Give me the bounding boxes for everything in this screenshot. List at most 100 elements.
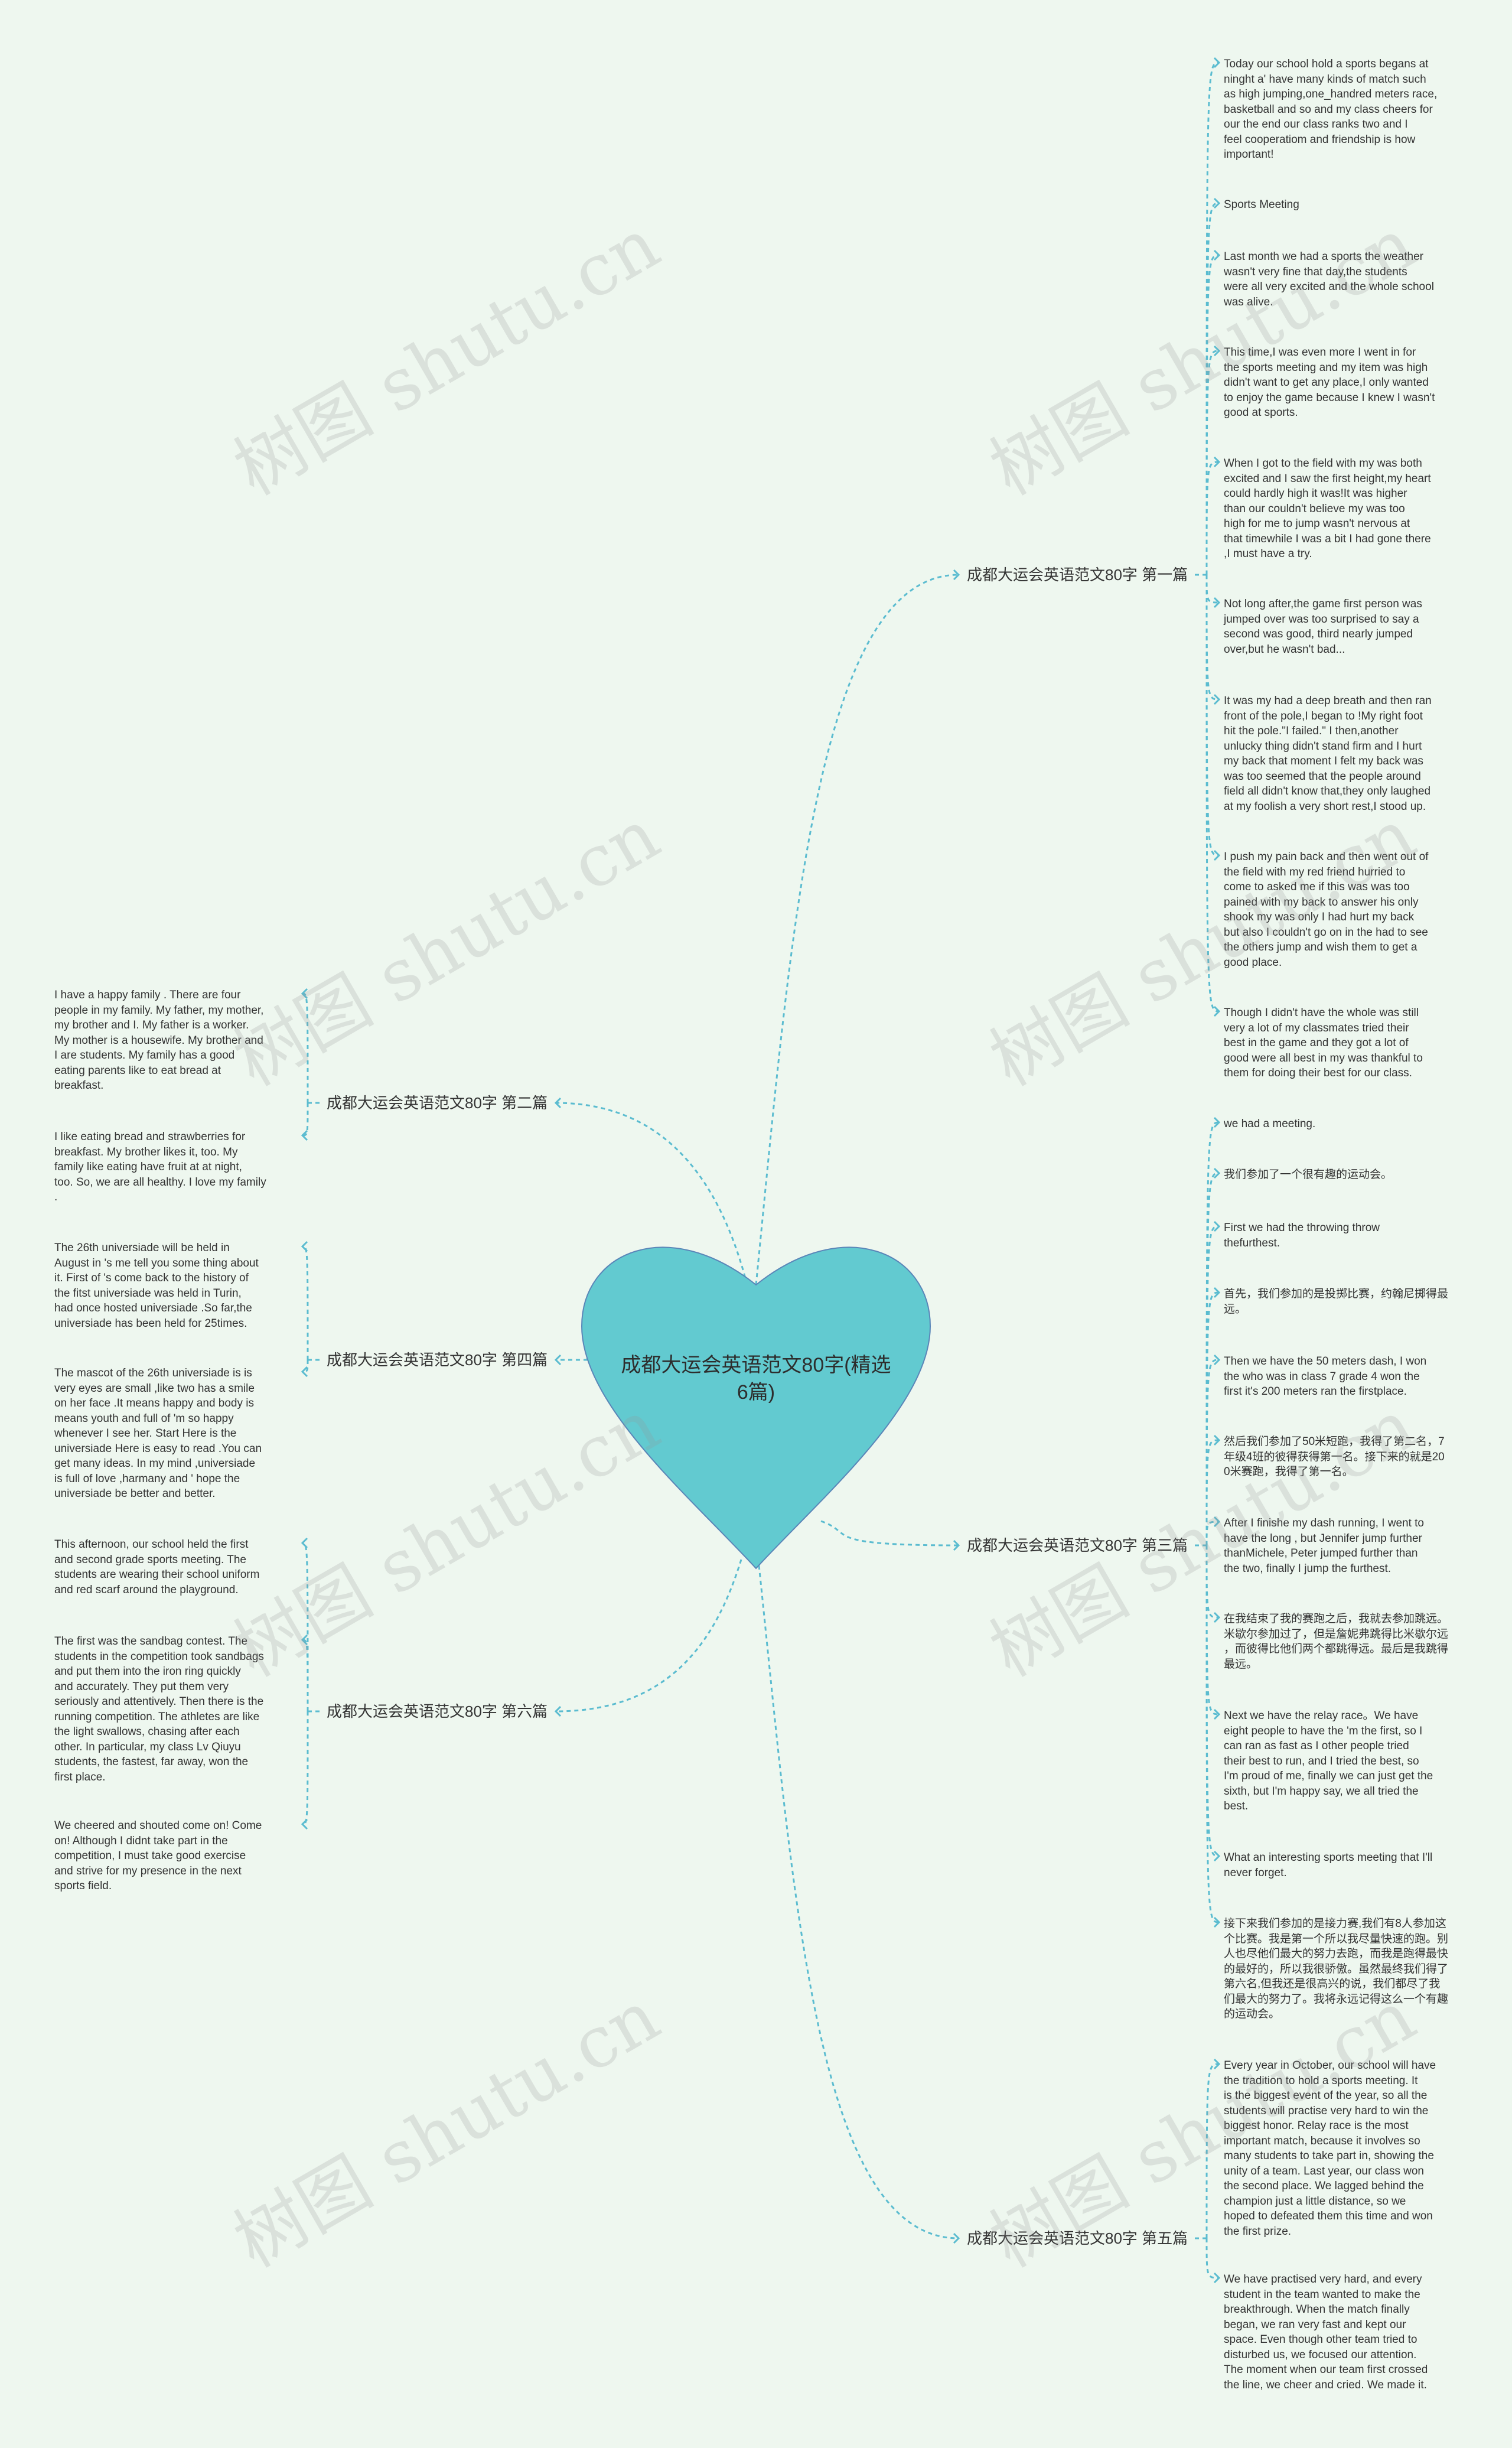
connector-arrow (554, 1705, 562, 1717)
connector-arrow (953, 2232, 960, 2244)
branch-connector (555, 1102, 748, 1285)
leaf-text: First we had the throwing throw thefurth… (1224, 1222, 1380, 1249)
leaf-text: The mascot of the 26th universiade is is… (54, 1367, 262, 1500)
leaf-connector (302, 1542, 309, 1712)
connector-arrow (1213, 249, 1221, 261)
connector-arrow (1213, 1354, 1221, 1366)
leaf-text: What an interesting sports meeting that … (1224, 1851, 1433, 1879)
connector-arrow (301, 988, 308, 1000)
leaf-text: 首先，我们参加的是投掷比赛，约翰尼掷得最 远。 (1224, 1288, 1449, 1316)
leaf-text: Today our school hold a sports begans at… (1224, 58, 1438, 161)
connector-arrow (1213, 57, 1221, 69)
connector-arrow (1213, 456, 1221, 468)
leaf-connector (1205, 574, 1220, 857)
leaf-connector (1205, 61, 1220, 575)
connector-arrow (301, 1366, 308, 1378)
leaf-text: Then we have the 50 meters dash, I won t… (1224, 1355, 1427, 1398)
leaf-connector (1205, 202, 1220, 575)
connector-arrow (1213, 1434, 1221, 1446)
leaf-connector (1205, 1521, 1220, 1546)
connector-arrow (1213, 1116, 1221, 1128)
leaf-text: Last month we had a sports the weather w… (1224, 250, 1434, 308)
connector-arrow (1213, 1220, 1221, 1232)
branch-connector (755, 574, 959, 1285)
connector-arrow (1213, 1708, 1221, 1720)
leaf-text: This time,I was even more I went in for … (1224, 346, 1435, 419)
leaf-connector (1205, 1545, 1220, 1857)
connector-arrow (301, 1129, 308, 1141)
leaf-connector (1205, 461, 1220, 575)
leaf-connector (1205, 1545, 1220, 1715)
connector-arrow (1213, 2272, 1221, 2284)
connector-arrow (1213, 1916, 1221, 1928)
leaf-connector (302, 992, 309, 1103)
leaf-text: The first was the sandbag contest. The s… (54, 1635, 264, 1783)
leaf-text: Next we have the relay race。We have eigh… (1224, 1710, 1433, 1812)
leaf-connector (1205, 254, 1220, 575)
leaf-connector (302, 1711, 309, 1825)
leaf-connector (1205, 2238, 1220, 2279)
connector-arrow (554, 1354, 562, 1366)
leaf-connector (1205, 1121, 1220, 1546)
connector-arrow (1213, 2058, 1221, 2070)
leaf-text: we had a meeting. (1224, 1118, 1316, 1130)
connector-arrow (1213, 597, 1221, 608)
branch-label-5[interactable]: 成都大运会英语范文80字 第五篇 (967, 2229, 1188, 2247)
branch-label-4[interactable]: 成都大运会英语范文80字 第四篇 (327, 1351, 548, 1369)
connector-arrow (1213, 694, 1221, 705)
leaf-connector (302, 1245, 309, 1360)
branch-connector (555, 1559, 742, 1713)
connector-arrow (1213, 1612, 1221, 1623)
connector-arrow (1213, 1516, 1221, 1528)
leaf-text: I like eating bread and strawberries for… (54, 1131, 266, 1203)
leaf-text: 接下来我们参加的是接力赛,我们有8人参加这 个比赛。我是第一个所以我尽量快速的跑… (1224, 1918, 1449, 2020)
connector-arrow (953, 569, 960, 581)
leaf-connector (1205, 1545, 1220, 1923)
connector-arrow (1213, 1850, 1221, 1862)
branch-label-1[interactable]: 成都大运会英语范文80字 第一篇 (967, 566, 1188, 584)
leaf-connector (1205, 574, 1220, 604)
connector-arrow (301, 1634, 308, 1646)
leaf-text: The 26th universiade will be held in Aug… (54, 1242, 259, 1330)
leaf-text: I have a happy family . There are four p… (54, 989, 264, 1092)
root-title[interactable]: 成都大运会英语范文80字(精选6篇) (621, 1354, 891, 1404)
leaf-text: Not long after,the game first person was… (1224, 598, 1422, 656)
connector-arrow (554, 1097, 562, 1109)
leaf-connector (302, 1359, 309, 1373)
connector-arrow (1213, 1005, 1221, 1017)
connector-arrow (1213, 849, 1221, 861)
leaf-text: I push my pain back and then went out of… (1224, 851, 1429, 969)
connector-arrow (953, 1539, 960, 1551)
branch-connector (820, 1520, 959, 1547)
branch-label-6[interactable]: 成都大运会英语范文80字 第六篇 (327, 1702, 548, 1720)
leaf-text: 我们参加了一个很有趣的运动会。 (1224, 1168, 1393, 1181)
leaf-connector (1205, 1291, 1220, 1546)
leaf-text: Sports Meeting (1224, 198, 1299, 211)
leaf-connector (1205, 574, 1220, 1013)
connector-arrow (1213, 197, 1221, 209)
leaf-text: This afternoon, our school held the firs… (54, 1538, 260, 1596)
connector-arrow (1213, 1287, 1221, 1298)
leaf-connector (1205, 1439, 1220, 1546)
root-heart-shape (581, 1246, 931, 1570)
leaf-text: Though I didn't have the whole was still… (1224, 1007, 1423, 1079)
leaf-connector (1205, 574, 1220, 701)
leaf-text: Every year in October, our school will h… (1224, 2059, 1436, 2238)
leaf-text: We cheered and shouted come on! Come on!… (54, 1819, 262, 1892)
connector-arrow (301, 1818, 308, 1830)
connector-arrow (1213, 1167, 1221, 1179)
branch-connector (758, 1565, 959, 2239)
branch-label-2[interactable]: 成都大运会英语范文80字 第二篇 (327, 1094, 548, 1112)
leaf-text: 在我结束了我的赛跑之后，我就去参加跳远。 米歇尔参加过了，但是詹妮弗跳得比米歇尔… (1224, 1613, 1449, 1671)
leaf-text: We have practised very hard, and every s… (1224, 2273, 1428, 2391)
connector-arrow (1213, 345, 1221, 357)
leaf-text: When I got to the field with my was both… (1224, 457, 1431, 560)
leaf-connector (1205, 1545, 1220, 1619)
branch-label-3[interactable]: 成都大运会英语范文80字 第三篇 (967, 1536, 1188, 1554)
leaf-text: 然后我们参加了50米短跑，我得了第二名，7 年级4班的彼得获得第一名。接下来的就… (1224, 1435, 1445, 1478)
leaf-text: It was my had a deep breath and then ran… (1224, 695, 1432, 813)
leaf-connector (1205, 2063, 1220, 2239)
connector-arrow (301, 1537, 308, 1549)
